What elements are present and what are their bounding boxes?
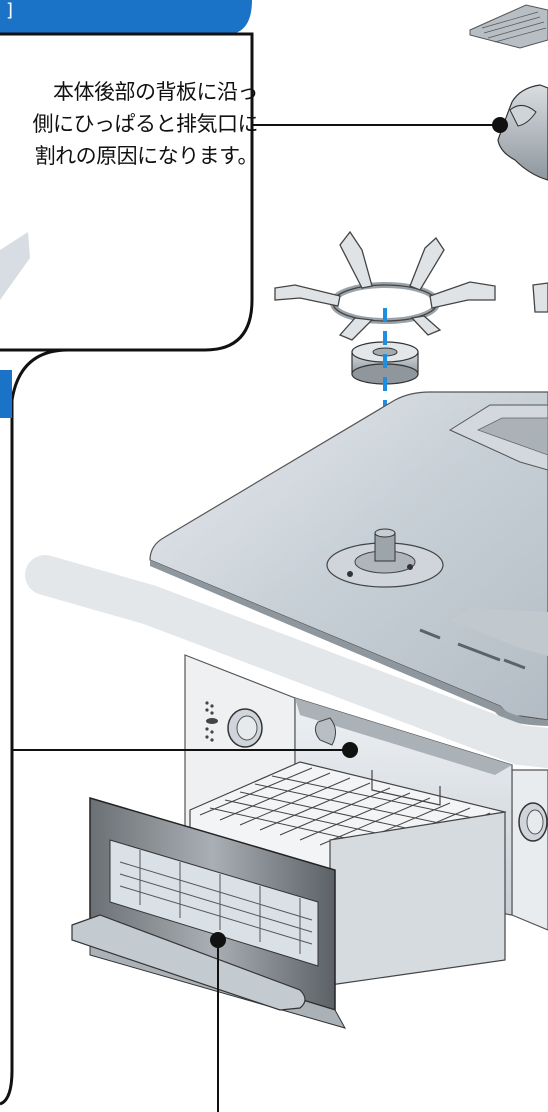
leader-dot-pan-support <box>492 117 508 133</box>
side-grate-fragment <box>533 283 548 312</box>
left-knob-icon <box>228 709 262 747</box>
callout-line-1: 本体後部の背板に沿っ <box>0 76 258 108</box>
leader-dot-grill-cavity <box>342 742 358 758</box>
callout-tab-glyph: ] <box>6 0 13 21</box>
callout-line-2: 側にひっぱると排気口に <box>0 108 258 140</box>
callout-text: 本体後部の背板に沿っ 側にひっぱると排気口に 割れの原因になります。 <box>0 76 258 172</box>
side-frame <box>0 350 68 1104</box>
burner-grate-icon <box>275 232 495 340</box>
callout-tab <box>0 0 252 34</box>
right-knob-icon <box>519 803 547 841</box>
pan-support-icon <box>498 85 548 180</box>
callout-line-3: 割れの原因になります。 <box>0 140 258 172</box>
right-cabinet-panel <box>512 770 548 930</box>
side-frame-tab <box>0 370 12 418</box>
callout-illustration-fragment <box>0 232 30 300</box>
grill-tray-icon <box>470 5 548 48</box>
leader-dot-grill-door <box>210 932 226 948</box>
callout-box <box>0 0 252 350</box>
